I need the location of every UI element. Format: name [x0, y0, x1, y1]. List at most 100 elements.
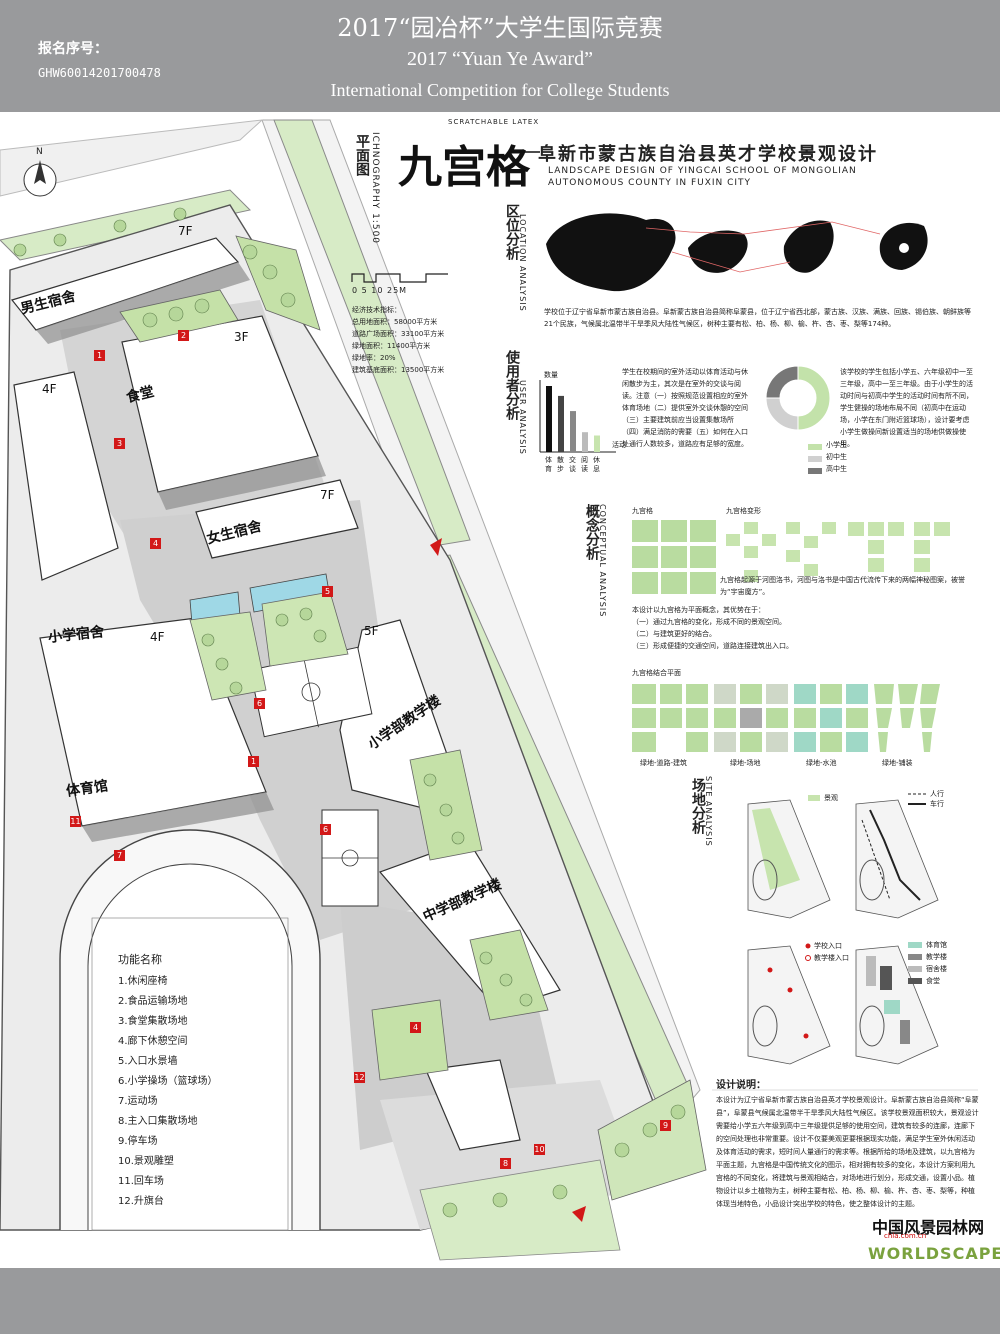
map4-legend-gym: 体育馆 [926, 941, 947, 949]
activity-bar [546, 386, 552, 452]
concept-point: （一）通过九宫格的变化，形成不同的景观空间。 [632, 618, 786, 626]
user-text-2: 该学校的学生包括小学五、六年级初中一至三年级，高中一至三年级。由于小学生的活动时… [840, 368, 973, 448]
competition-subtitle-en: International Competition for College St… [330, 80, 670, 100]
plan-tag: 7 [114, 850, 125, 861]
activity-bar-label: 谈 [569, 464, 576, 473]
plan-tag: 3 [114, 438, 125, 449]
combo-label: 绿地-道路-建筑 [640, 759, 688, 767]
plan-tag: 10 [534, 1144, 545, 1155]
floor-label: 3F [234, 330, 249, 344]
activity-bar-label: 散 [557, 455, 564, 464]
location-maps [546, 213, 928, 292]
activity-bar-label: 阅 [581, 456, 588, 464]
activity-bar-label: 育 [545, 464, 552, 473]
nine-grid-diagram [632, 520, 716, 594]
legend-title: 功能名称 [118, 953, 162, 966]
competition-title-zh: 2017“园冶杯”大学生国际竞赛 [337, 14, 663, 42]
brand-tagline: SCRATCHABLE LATEX [448, 118, 540, 126]
function-legend: 功能名称 1.休闲座椅 2.食品运输场地 3.食堂集散场地 4.廊下休憩空间 5… [118, 950, 218, 1212]
user-text-1: 学生在校期间的室外活动以体育活动与休闲散步为主，其次是在室外的交谈与阅读。注意（… [622, 368, 748, 448]
nine-grid-variants [726, 522, 950, 582]
donut-legend-primary: 小学生 [826, 441, 847, 449]
compass-north: N [36, 147, 43, 157]
combo-label: 绿地-铺装 [882, 759, 913, 767]
combine-title: 九宫格结合平面 [632, 669, 681, 677]
activity-bar [570, 411, 576, 452]
map2-legend-car: 车行 [930, 800, 944, 808]
concept-text-2: 本设计以九宫格为平面概念，其优势在于： （一）通过九宫格的变化，形成不同的景观空… [632, 604, 972, 652]
legend-item: 2.食品运输场地 [118, 996, 188, 1007]
legend-item: 3.食堂集散场地 [118, 1016, 188, 1027]
map1-legend: 景观 [824, 794, 838, 802]
map4-legend-swatch [908, 942, 922, 948]
plan-tag: 4 [410, 1022, 421, 1033]
plan-tag: 2 [178, 330, 189, 341]
map2-legend-walk: 人行 [930, 790, 944, 798]
plan-tag: 1 [94, 350, 105, 361]
user-heading: 使用者分析 [504, 350, 520, 420]
map4-legend-teaching: 教学楼 [926, 953, 947, 961]
activity-bar-label: 休 [593, 455, 600, 464]
project-subtitle-2: AUTONOMOUS COUNTY IN FUXIN CITY [548, 178, 752, 188]
legend-item: 1.休闲座椅 [118, 976, 168, 987]
activity-bar-label: 息 [593, 464, 600, 473]
brand-calligraphy: 九宫格 [398, 142, 531, 193]
plan-tag: 4 [150, 538, 161, 549]
donut-slice [765, 397, 799, 431]
spec-line: 总用地面积：58000平方米 [352, 318, 438, 326]
registration-number: GHW60014201700478 [38, 66, 161, 80]
floor-label: 4F [42, 382, 57, 396]
floor-label: 5F [364, 624, 379, 638]
chla-url: chla.com.cn [884, 1232, 927, 1240]
location-text: 学校位于辽宁省阜新市蒙古族自治县。阜新蒙古族自治县简称阜蒙县，位于辽宁省西北部，… [544, 308, 971, 328]
activity-bar [582, 432, 588, 452]
design-text: 本设计为辽宁省阜新市蒙古族自治县英才学校景观设计。阜新蒙古族自治县简称“阜蒙县”… [716, 1096, 979, 1208]
legend-item: 7.运动场 [118, 1096, 158, 1107]
map4-legend-canteen: 食堂 [926, 977, 940, 985]
concept-point: （二）与建筑更好的结合。 [632, 630, 716, 638]
project-title: 阜新市蒙古族自治县英才学校景观设计 [538, 144, 878, 165]
donut-legend-swatch [808, 456, 822, 462]
plan-tag: 6 [254, 698, 265, 709]
location-heading-en: LOCATION ANALYSIS [518, 214, 527, 312]
legend-item: 4.廊下休憩空间 [118, 1036, 188, 1047]
spec-line: 绿地面积：11400平方米 [352, 342, 431, 350]
plan-title: 平面图 [354, 134, 370, 176]
legend-item: 12.升旗台 [118, 1196, 164, 1207]
legend-item: 5.入口水景墙 [118, 1056, 178, 1067]
map4-legend-swatch [908, 966, 922, 972]
concept-heading: 概念分析 [584, 504, 600, 560]
plan-tag: 12 [354, 1072, 365, 1083]
plan-title-en: ICHNOGRAPHY 1:500 [370, 132, 380, 245]
spec-line: 绿地率：20% [352, 354, 396, 362]
chla-logo: 中国风景园林网 [872, 1218, 985, 1237]
map3-legend-building: 教学楼入口 [814, 954, 849, 962]
concept-heading-en: CONCEPTUAL ANALYSIS [598, 504, 607, 618]
registration-label: 报名序号： [38, 41, 108, 57]
concept-grid-label: 九宫格 [632, 507, 653, 515]
map4-legend-swatch [908, 978, 922, 984]
donut-slice [797, 365, 831, 431]
plan-tag: 9 [660, 1120, 671, 1131]
concept-variants-label: 九宫格变形 [726, 507, 761, 515]
header-banner: 2017“园冶杯”大学生国际竞赛 2017 “Yuan Ye Award” In… [0, 0, 1000, 112]
combo-label: 绿地-场地 [730, 759, 761, 767]
combo-label: 绿地-水池 [806, 759, 837, 767]
project-subtitle-1: LANDSCAPE DESIGN OF YINGCAI SCHOOL OF MO… [548, 166, 857, 176]
donut-legend-senior: 高中生 [826, 465, 847, 473]
plan-tag: 6 [320, 824, 331, 835]
location-heading: 区位分析 [504, 204, 520, 260]
legend-item: 11.回车场 [118, 1176, 164, 1187]
user-heading-en: USER ANALYSIS [518, 380, 527, 455]
donut-slice [765, 365, 799, 399]
design-heading: 设计说明： [716, 1080, 766, 1091]
spec-line: 道路广场面积：33100平方米 [352, 330, 445, 338]
map3-legend-school: 学校入口 [814, 942, 842, 950]
map4-legend-dorm: 宿舍楼 [926, 965, 947, 973]
concept-point: （三）形成便捷的交通空间，道路连接建筑出入口。 [632, 642, 793, 650]
worldscape-logo: WORLDSCAPE [868, 1244, 1000, 1263]
floor-label: 4F [150, 630, 165, 644]
map4-legend-swatch [908, 954, 922, 960]
competition-title-en: 2017 “Yuan Ye Award” [407, 48, 593, 70]
